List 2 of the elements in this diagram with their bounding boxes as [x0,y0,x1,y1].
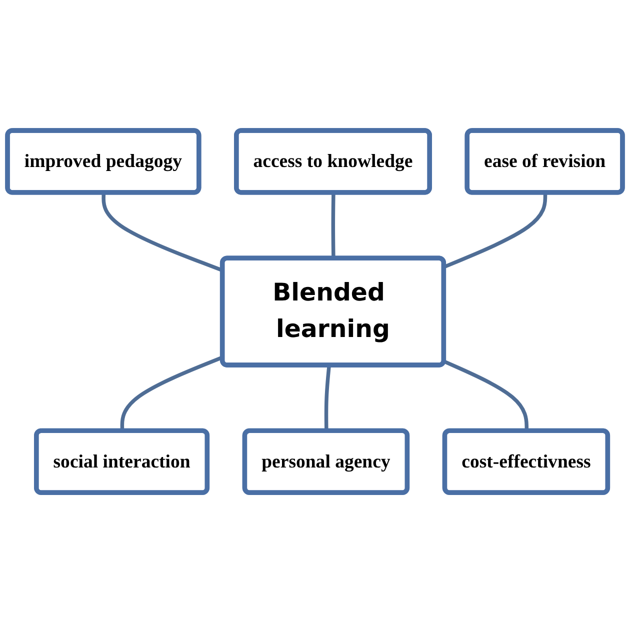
connector [443,360,529,432]
connector [324,365,331,432]
